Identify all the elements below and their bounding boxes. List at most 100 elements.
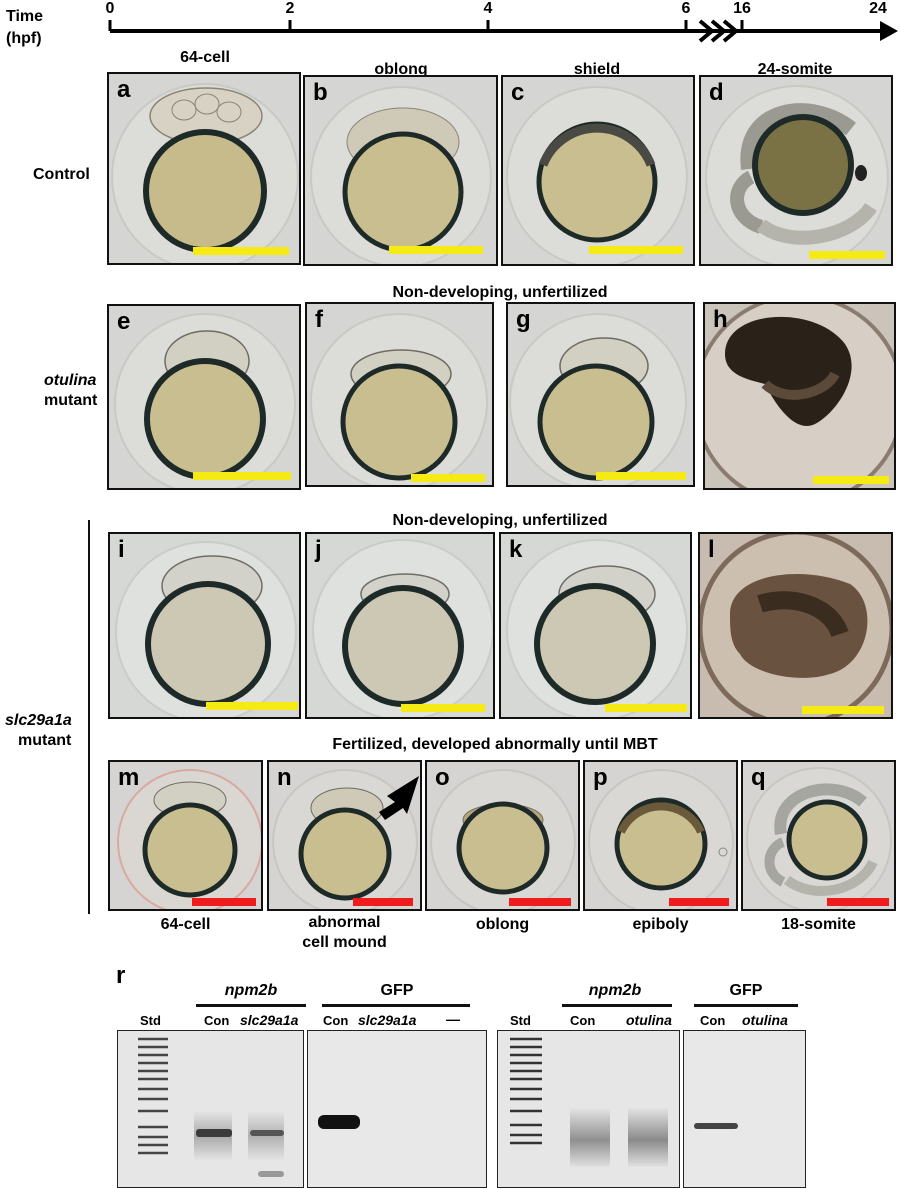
embryo-image-shield <box>503 77 693 264</box>
row-label-slc-mutant: mutant <box>18 732 72 749</box>
panel-letter: f <box>315 306 323 333</box>
gel-gfp-slc <box>307 1030 487 1188</box>
panel-p: p <box>583 760 738 911</box>
panel-letter: n <box>277 764 292 791</box>
panel-letter: i <box>118 536 125 563</box>
break-chevrons-icon <box>698 19 740 43</box>
panel-letter: p <box>593 764 608 791</box>
scale-bar <box>509 898 571 906</box>
tick-4: 4 <box>483 0 493 17</box>
hpf-label: (hpf) <box>6 30 42 47</box>
embryo-image-oblong <box>427 762 578 909</box>
header-underline <box>196 1004 306 1007</box>
embryo-image-18-somite <box>743 762 894 909</box>
panel-n: n <box>267 760 422 911</box>
lane-label-otulina: otulina <box>742 1012 788 1028</box>
embryo-image-64-cell <box>109 74 299 263</box>
gel-npm2b-otulina <box>497 1030 680 1188</box>
lane-label-con: Con <box>323 1013 349 1028</box>
section-title-slc-fertilized: Fertilized, developed abnormally until M… <box>332 736 658 753</box>
panel-letter: l <box>708 536 715 563</box>
lane-label-con: Con <box>570 1013 596 1028</box>
gel-npm2b-slc <box>117 1030 304 1188</box>
panel-f: f <box>305 302 494 487</box>
row-label-otulina-mutant: mutant <box>44 392 98 409</box>
lane-label-otulina: otulina <box>626 1012 672 1028</box>
embryo-image-unfertilized <box>501 534 690 717</box>
embryo-image-oblong <box>305 77 496 264</box>
stage-header-shield: shield <box>573 61 621 78</box>
panel-h: h <box>703 302 896 490</box>
gel-header-gfp-2: GFP <box>729 982 763 999</box>
tick-0: 0 <box>105 0 115 17</box>
tick-24: 24 <box>869 0 887 17</box>
scale-bar <box>389 246 483 254</box>
arrow-icon <box>379 776 419 820</box>
row-label-slc29a1a: slc29a1a <box>5 712 72 729</box>
row-label-control: Control <box>33 166 90 183</box>
tick-16: 16 <box>733 0 751 17</box>
header-underline <box>694 1004 798 1007</box>
embryo-image-unfertilized <box>110 534 299 717</box>
embryo-image-degraded <box>700 534 891 717</box>
embryo-image-unfertilized <box>109 306 299 488</box>
scale-bar <box>813 476 889 484</box>
lane-label-dash: — <box>446 1011 460 1027</box>
panel-c: c <box>501 75 695 266</box>
gel-gfp-otulina <box>683 1030 806 1188</box>
scale-bar <box>401 704 485 712</box>
scale-bar <box>827 898 889 906</box>
scale-bar <box>605 704 687 712</box>
scale-bar <box>589 246 683 254</box>
lane-label-std: Std <box>140 1013 161 1028</box>
panel-letter: q <box>751 764 766 791</box>
scale-bar <box>809 251 885 259</box>
section-title-otulina: Non-developing, unfertilized <box>392 284 608 301</box>
stage-label-cell-mound: cell mound <box>302 934 387 951</box>
row-label-otulina: otulina <box>44 372 97 389</box>
stage-header-24-somite: 24-somite <box>757 61 833 78</box>
panel-e: e <box>107 304 301 490</box>
panel-letter: h <box>713 306 728 333</box>
gel-header-npm2b: npm2b <box>224 982 278 999</box>
embryo-image-64-cell <box>110 762 261 909</box>
gel-image <box>308 1031 485 1186</box>
panel-k: k <box>499 532 692 719</box>
scale-bar <box>193 247 289 255</box>
section-title-slc-unfertilized: Non-developing, unfertilized <box>392 512 608 529</box>
panel-letter: d <box>709 79 724 106</box>
embryo-image-degraded <box>705 304 894 488</box>
header-underline <box>562 1004 672 1007</box>
lane-label-std: Std <box>510 1013 531 1028</box>
embryo-image-unfertilized <box>307 304 492 485</box>
lane-label-con: Con <box>700 1013 726 1028</box>
scale-bar <box>206 702 298 710</box>
panel-l: l <box>698 532 893 719</box>
stage-label-epiboly: epiboly <box>632 916 689 933</box>
scale-bar <box>353 898 413 906</box>
stage-label-64-cell: 64-cell <box>160 916 211 933</box>
panel-d: d <box>699 75 893 266</box>
gel-image <box>684 1031 804 1186</box>
panel-j: j <box>305 532 495 719</box>
panel-letter-r: r <box>116 962 126 989</box>
time-label: Time <box>6 8 44 25</box>
tick-6: 6 <box>681 0 691 17</box>
stage-label-18-somite: 18-somite <box>781 916 856 933</box>
embryo-image-unfertilized <box>508 304 693 485</box>
scale-bar <box>802 706 884 714</box>
panel-m: m <box>108 760 263 911</box>
embryo-image-epiboly <box>585 762 736 909</box>
lane-label-slc29a1a: slc29a1a <box>240 1012 299 1028</box>
panel-letter: m <box>118 764 140 791</box>
timeline-axis <box>108 19 898 43</box>
scale-bar <box>193 472 291 480</box>
gel-header-npm2b-2: npm2b <box>588 982 642 999</box>
embryo-image-abnormal-cell-mound <box>269 762 420 909</box>
stage-header-64-cell: 64-cell <box>180 49 230 66</box>
panel-q: q <box>741 760 896 911</box>
scale-bar <box>596 472 686 480</box>
panel-letter: j <box>315 536 322 563</box>
lane-label-con: Con <box>204 1013 230 1028</box>
lane-label-slc29a1a: slc29a1a <box>358 1012 417 1028</box>
